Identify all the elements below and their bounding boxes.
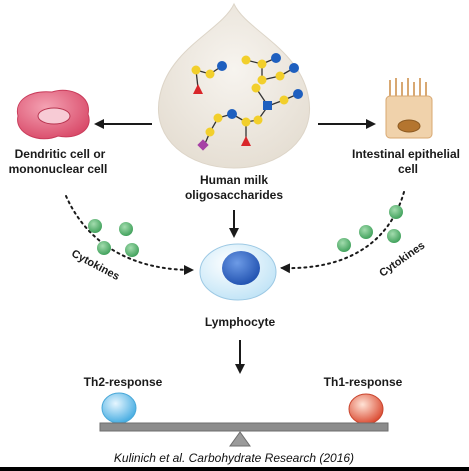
- hmo-label-line2: oligosaccharides: [185, 188, 283, 202]
- dendritic-label-line2: mononuclear cell: [9, 162, 108, 176]
- th2-label: Th2-response: [84, 375, 163, 389]
- dendritic-cell: [16, 89, 90, 140]
- cytokines-left-particles: [88, 219, 139, 257]
- lymphocyte-cell: [199, 243, 277, 301]
- citation-caption: Kulinich et al. Carbohydrate Research (2…: [114, 451, 354, 465]
- dendritic-label-line1: Dendritic cell or: [15, 147, 106, 161]
- cytokines-right-particles: [337, 205, 403, 252]
- balance-fulcrum: [229, 431, 251, 447]
- th1-ball: [348, 393, 384, 425]
- lymphocyte-label: Lymphocyte: [205, 315, 276, 329]
- epithelial-label-line2: cell: [398, 162, 418, 176]
- milk-drop: [158, 2, 310, 169]
- th2-ball: [101, 392, 137, 424]
- hmo-label-line1: Human milk: [200, 173, 268, 187]
- cytokine-path-left: [65, 195, 194, 275]
- epithelial-label-line1: Intestinal epithelial: [352, 147, 460, 161]
- th1-label: Th1-response: [324, 375, 403, 389]
- epithelial-cell: [385, 78, 433, 139]
- glycan-structures: [191, 53, 303, 151]
- balance-beam: [99, 422, 389, 432]
